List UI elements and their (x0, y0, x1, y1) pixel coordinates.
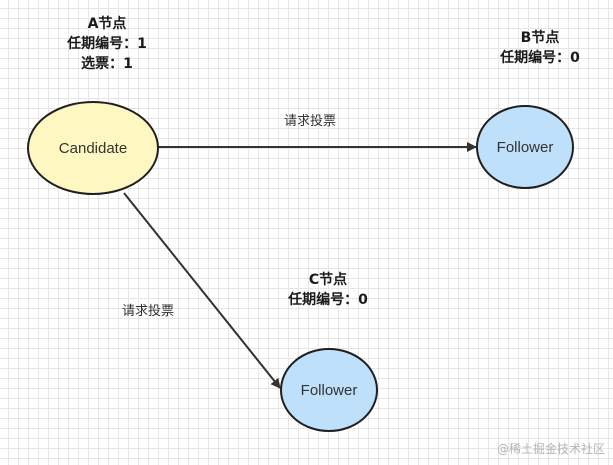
node-a-term: 任期编号：1 (67, 36, 147, 52)
node-b-title: B节点 (520, 30, 560, 46)
node-a-info: A节点 任期编号：1 选票：1 (52, 14, 162, 74)
node-c-term: 任期编号：0 (288, 292, 368, 308)
node-c-follower[interactable] (280, 348, 378, 432)
node-b-text: Follower (497, 139, 554, 156)
node-a-title: A节点 (87, 16, 127, 32)
node-a-votes: 选票：1 (81, 56, 133, 72)
node-c-info: C节点 任期编号：0 (268, 270, 388, 310)
node-b-term: 任期编号：0 (500, 50, 580, 66)
edge-a-to-c-label: 请求投票 (122, 304, 175, 319)
watermark: @稀土掘金技术社区 (496, 442, 605, 456)
node-c-text: Follower (301, 382, 358, 399)
node-c-title: C节点 (308, 272, 348, 288)
edge-a-to-c (123, 192, 281, 389)
node-a-candidate[interactable] (27, 101, 159, 195)
node-b-follower[interactable] (476, 105, 574, 189)
node-a-text: Candidate (59, 140, 127, 157)
edge-a-to-b-label: 请求投票 (284, 114, 337, 129)
node-b-info: B节点 任期编号：0 (480, 28, 600, 68)
